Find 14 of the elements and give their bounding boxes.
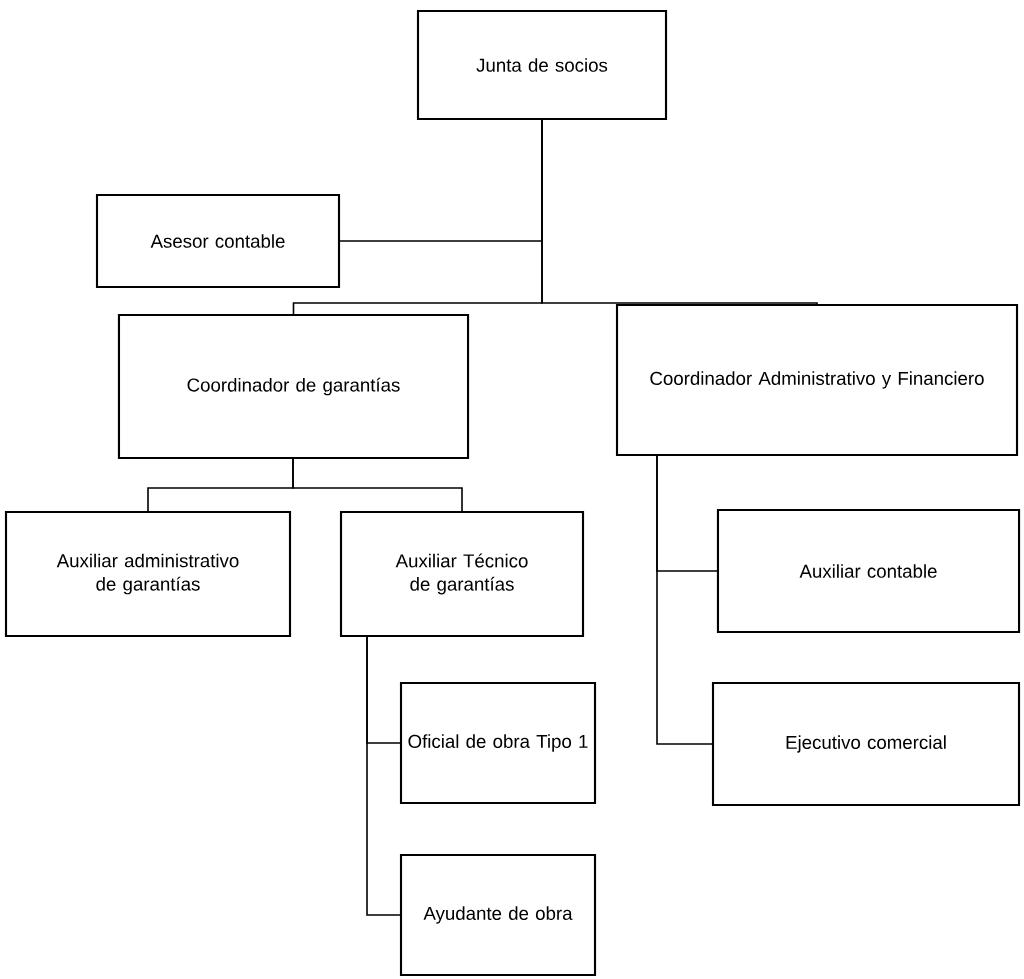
connector-line <box>292 457 463 512</box>
position-box: Ayudante de obra <box>399 853 597 977</box>
position-box: Coordinador de garantías <box>117 313 470 460</box>
position-box: Junta de socios <box>416 9 668 121</box>
position-box: Asesor contable <box>95 193 341 289</box>
connector-line <box>656 454 714 745</box>
position-box: Auxiliar contable <box>716 508 1021 634</box>
position-box: Oficial de obra Tipo 1 <box>399 681 597 805</box>
connector-line <box>541 118 818 305</box>
position-box: Coordinador Administrativo y Financiero <box>615 303 1019 457</box>
position-box: Auxiliar Técnico de garantías <box>339 510 585 638</box>
position-box: Auxiliar administrativo de garantías <box>4 510 292 638</box>
connector-line <box>366 635 402 916</box>
position-box: Ejecutivo comercial <box>711 681 1021 807</box>
